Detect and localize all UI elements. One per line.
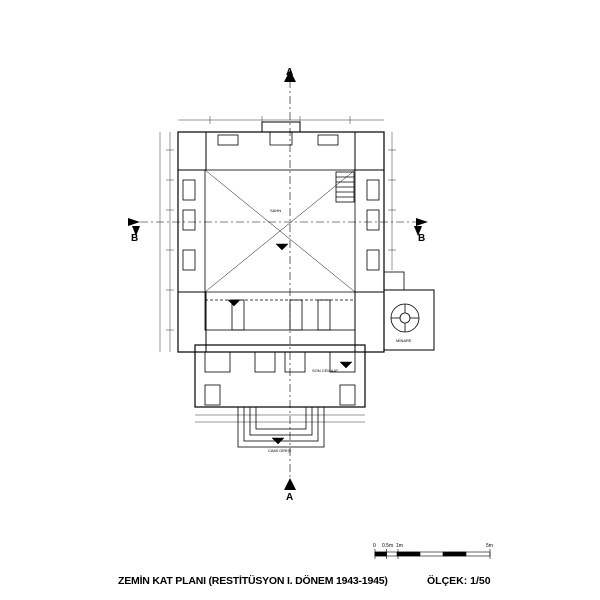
corner-pier-sw (177, 291, 207, 353)
corner-pier-ne (354, 131, 385, 171)
section-marker-b-right (414, 218, 428, 236)
scale-bar-five: 5m (486, 543, 493, 549)
section-marker-b-left (128, 218, 140, 236)
dome-diagonal-2 (204, 169, 356, 293)
mihrab-niche (261, 121, 301, 132)
room-label-giris: CAMİ GİRİŞİ (268, 448, 292, 453)
scale-bar-zero: 0 (373, 543, 376, 549)
section-marker-a-top (284, 70, 296, 82)
corner-pier-se (354, 291, 385, 353)
room-label-son-cemaat: SON CEMAAT (312, 368, 339, 373)
section-label-a-bottom: A (286, 492, 294, 503)
scale-bar-one: 1m (396, 543, 403, 549)
minaret-base (383, 289, 435, 351)
section-label-b-left: B (131, 233, 139, 244)
section-label-a-top: A (286, 67, 294, 78)
scale-bar-half: 0.5m (382, 543, 394, 549)
drawing-title: ZEMİN KAT PLANI (RESTİTÜSYON I. DÖNEM 19… (118, 575, 388, 587)
scale-bar (374, 549, 491, 559)
prayer-hall-inner-wall (204, 169, 356, 331)
drawing-scale: ÖLÇEK: 1/50 (427, 575, 491, 587)
room-label-minare: MİNARE (396, 338, 412, 343)
corner-pier-nw (177, 131, 207, 171)
room-label-harim: SAHN (270, 208, 282, 213)
section-label-b-right: B (418, 233, 426, 244)
portico-outer-wall (194, 344, 366, 408)
prayer-hall-outer-wall (177, 131, 385, 353)
section-marker-a-bottom (284, 478, 296, 490)
